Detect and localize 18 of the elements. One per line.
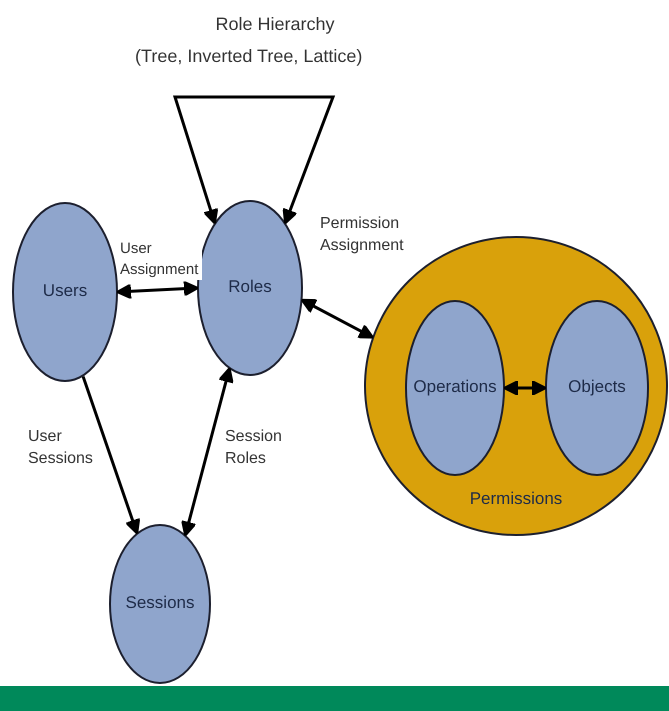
role-ellipse <box>197 200 303 376</box>
user-ellipse <box>12 202 118 382</box>
node-label: Permissions <box>468 489 564 509</box>
session-ellipse <box>109 524 211 684</box>
arrow <box>181 367 234 537</box>
arrow <box>503 380 547 396</box>
node-label: Objects <box>567 377 627 397</box>
arrow <box>82 376 140 535</box>
node-label: Roles <box>227 277 273 297</box>
node-label: Users <box>42 281 88 301</box>
arrow <box>172 96 336 225</box>
object-ellipse <box>545 300 649 476</box>
node-label: Operations <box>412 377 498 397</box>
operation-ellipse <box>405 300 505 476</box>
arrow <box>300 298 374 339</box>
edge-label-note: (Tree, Inverted Tree, Lattice) <box>135 46 362 67</box>
arrow <box>116 280 199 300</box>
node-label: Sessions <box>124 593 196 613</box>
